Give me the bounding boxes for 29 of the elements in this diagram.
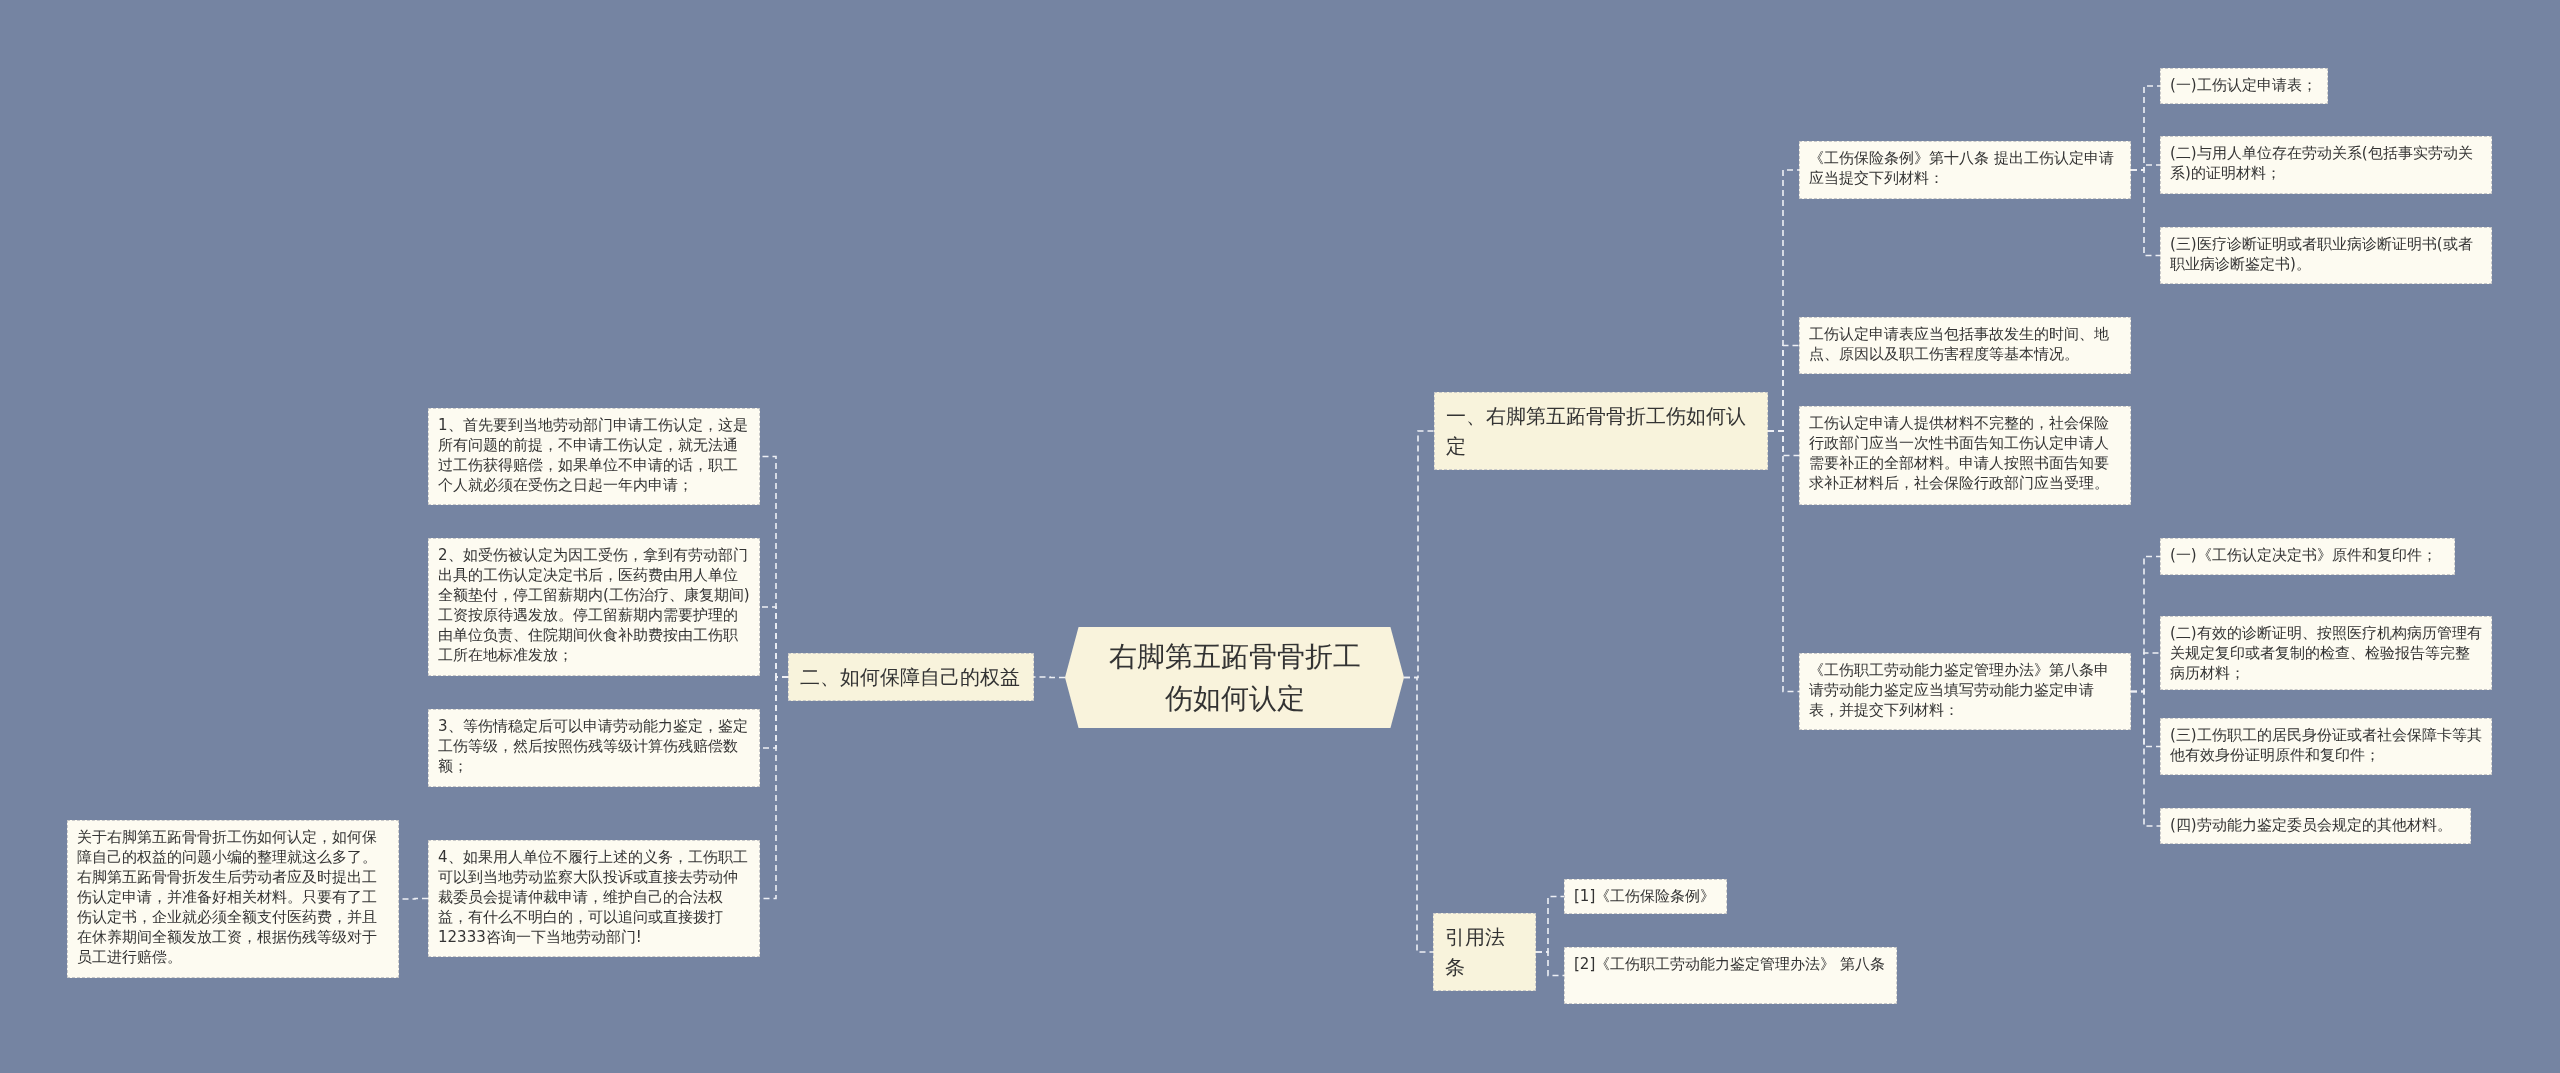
note-box: (三)工伤职工的居民身份证或者社会保障卡等其他有效身份证明原件和复印件；	[2160, 718, 2492, 775]
connector-line	[2130, 169, 2161, 257]
topic-box: 引用法条	[1433, 913, 1536, 991]
topic-box: 一、右脚第五跖骨骨折工伤如何认定	[1434, 392, 1768, 470]
note-box: 关于右脚第五跖骨骨折工伤如何认定，如何保障自己的权益的问题小编的整理就这么多了。右脚第五跖骨骨折发生后劳动者应及时提出工伤认定申请，并准备好相关材料。只要有了工伤认定书，企业就必须全额支付医药费，并且在休养期间全额发放工资，根据伤残等级对于员工进行赔偿。	[67, 820, 399, 978]
central-topic-hexagon	[1065, 627, 1404, 728]
connector-line	[1767, 430, 1800, 693]
note-box: 4、如果用人单位不履行上述的义务，工伤职工可以到当地劳动监察大队投诉或直接去劳动仲裁委员会提请仲裁申请，维护自己的合法权益，有什么不明白的，可以追问或直接拨打12333咨询一下当地劳动部门!	[428, 840, 760, 957]
note-box: (三)医疗诊断证明或者职业病诊断证明书(或者职业病诊断鉴定书)。	[2160, 227, 2492, 284]
topic-title: 右脚第五跖骨骨折工伤如何认定	[1107, 638, 1362, 717]
note-box: 《工伤保险条例》第十八条 提出工伤认定申请应当提交下列材料：	[1799, 141, 2131, 199]
connector-line	[1403, 676, 1434, 953]
note-box: 2、如受伤被认定为因工受伤，拿到有劳动部门出具的工伤认定决定书后，医药费由用人单位全额垫付，停工留薪期内(工伤治疗、康复期间)工资按原待遇发放。停工留薪期内需要护理的由单位负责、住院期间伙食补助费按由工伤职工所在地标准发放；	[428, 538, 760, 676]
topic-box: 二、如何保障自己的权益	[788, 653, 1034, 701]
note-box: (一)工伤认定申请表；	[2160, 68, 2328, 104]
note-box: 工伤认定申请表应当包括事故发生的时间、地点、原因以及职工伤害程度等基本情况。	[1799, 317, 2131, 374]
connector-line	[1033, 676, 1066, 679]
connector-line	[1535, 951, 1565, 977]
note-box: (二)有效的诊断证明、按照医疗机构病历管理有关规定复印或者复制的检查、检验报告等完整病历材料；	[2160, 616, 2492, 690]
note-box: 工伤认定申请人提供材料不完整的，社会保险行政部门应当一次性书面告知工伤认定申请人需要补正的全部材料。申请人按照书面告知要求补正材料后，社会保险行政部门应当受理。	[1799, 406, 2131, 505]
connector-line	[2130, 690, 2161, 827]
note-box: (一)《工伤认定决定书》原件和复印件；	[2160, 538, 2455, 575]
note-box: [2]《工伤职工劳动能力鉴定管理办法》 第八条	[1564, 947, 1897, 1004]
note-box: 1、首先要到当地劳动部门申请工伤认定，这是所有问题的前提，不申请工伤认定，就无法通过工伤获得赔偿，如果单位不申请的话，职工个人就必须在受伤之日起一年内申请；	[428, 408, 760, 505]
note-box: (二)与用人单位存在劳动关系(包括事实劳动关系)的证明材料；	[2160, 136, 2492, 194]
note-box: 3、等伤情稳定后可以申请劳动能力鉴定，鉴定工伤等级，然后按照伤残等级计算伤残赔偿数额；	[428, 709, 760, 787]
note-box: (四)劳动能力鉴定委员会规定的其他材料。	[2160, 808, 2471, 844]
note-box: 《工伤职工劳动能力鉴定管理办法》第八条申请劳动能力鉴定应当填写劳动能力鉴定申请表，并提交下列材料：	[1799, 653, 2131, 730]
note-box: [1]《工伤保险条例》	[1564, 879, 1727, 914]
